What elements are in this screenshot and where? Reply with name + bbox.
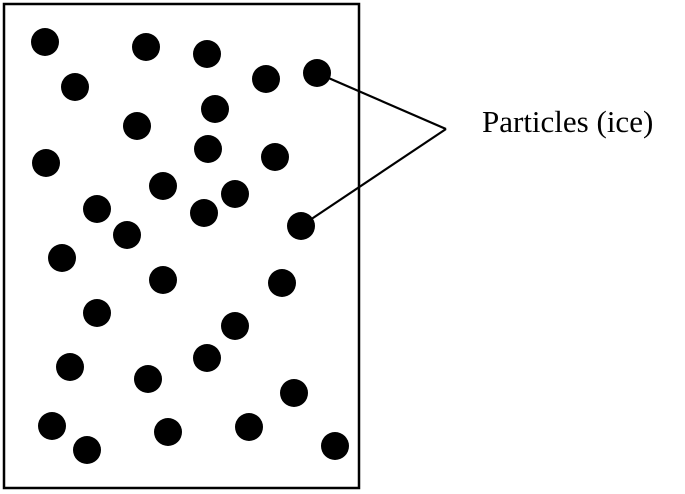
leader-line [300,128,447,227]
particle [61,73,89,101]
particles-label: Particles (ice) [482,104,654,139]
particle [221,312,249,340]
particle [321,432,349,460]
particle [113,221,141,249]
particle [73,436,101,464]
particle [123,112,151,140]
leader-line [316,71,447,131]
particle [154,418,182,446]
particles-group [31,28,349,464]
particle [201,95,229,123]
particle [48,244,76,272]
particle [221,180,249,208]
particle [83,195,111,223]
particle [38,412,66,440]
particle [268,269,296,297]
particle [280,379,308,407]
particle [193,40,221,68]
particle [261,143,289,171]
particle [194,135,222,163]
particle [56,353,84,381]
container-box [2,2,361,490]
particle [193,344,221,372]
particle [252,65,280,93]
particle [134,365,162,393]
particle [32,149,60,177]
particle [132,33,160,61]
particle [190,199,218,227]
particle [149,266,177,294]
leader-lines [300,71,447,227]
particle [149,172,177,200]
particle [83,299,111,327]
particle [31,28,59,56]
particle [235,413,263,441]
